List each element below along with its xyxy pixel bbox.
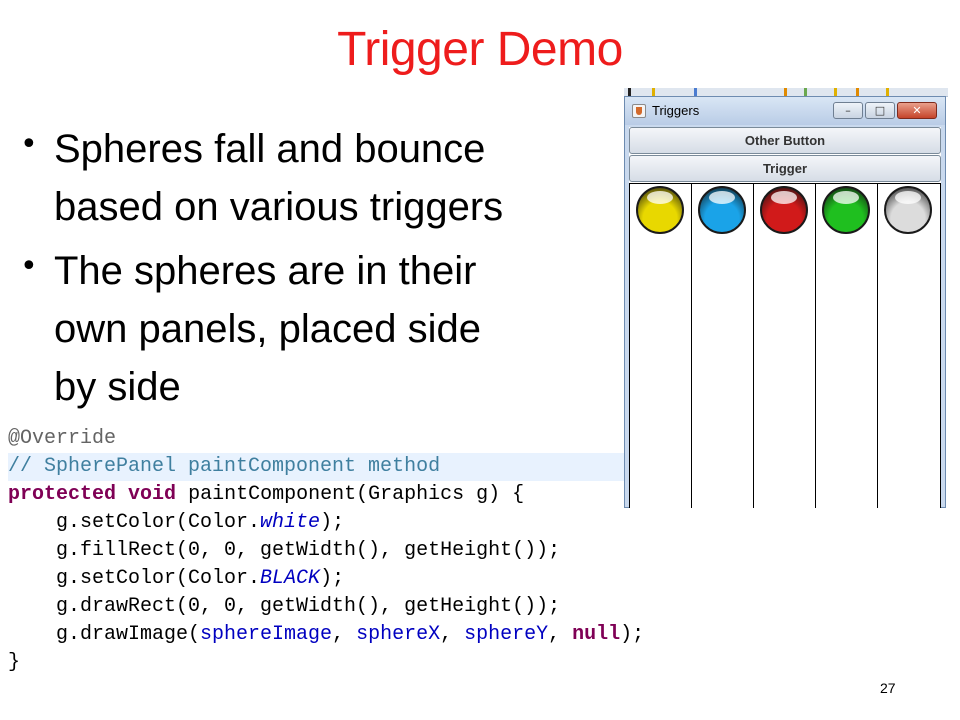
close-button[interactable]: ✕ (897, 102, 937, 119)
triggers-window: Triggers – □ ✕ Other Button Trigger (624, 96, 946, 508)
sphere-panel (629, 184, 691, 508)
sphere-panel (877, 184, 941, 508)
bullet-list: • Spheres fall and bounce based on vario… (20, 120, 620, 422)
code-line: g.drawRect(0, 0, getWidth(), getHeight()… (8, 595, 561, 618)
code-line: g.setColor(Color.white); (8, 511, 345, 534)
code-line: } (8, 651, 21, 674)
app-screenshot: Triggers – □ ✕ Other Button Trigger (624, 88, 948, 508)
sphere-blue (698, 186, 746, 234)
code-line: g.drawImage(sphereImage, sphereX, sphere… (8, 623, 645, 646)
sphere-panel (815, 184, 877, 508)
bullet-item: • The spheres are in their own panels, p… (20, 242, 620, 416)
sphere-green (822, 186, 870, 234)
code-line: protected void paintComponent(Graphics g… (8, 483, 525, 506)
bullet-text: The spheres are in their own panels, pla… (54, 249, 481, 409)
bullet-text: Spheres fall and bounce based on various… (54, 127, 504, 229)
trigger-button[interactable]: Trigger (629, 155, 941, 182)
code-line: g.fillRect(0, 0, getWidth(), getHeight()… (8, 539, 561, 562)
window-title: Triggers (652, 103, 700, 118)
slide-title: Trigger Demo (337, 23, 623, 76)
code-comment: // SpherePanel paintComponent method (8, 455, 441, 478)
sphere-panel (753, 184, 815, 508)
maximize-button[interactable]: □ (865, 102, 895, 119)
other-button[interactable]: Other Button (629, 127, 941, 154)
sphere-white (884, 186, 932, 234)
java-app-icon (632, 104, 646, 118)
window-titlebar[interactable]: Triggers – □ ✕ (625, 97, 945, 125)
bullet-dot-icon: • (20, 127, 38, 162)
code-line: @Override (8, 425, 648, 453)
code-block: @Override // SpherePanel paintComponent … (8, 425, 648, 677)
page-number: 27 (880, 680, 896, 696)
code-annotation: @Override (8, 427, 117, 450)
bullet-item: • Spheres fall and bounce based on vario… (20, 120, 620, 236)
minimize-button[interactable]: – (833, 102, 863, 119)
sphere-panel (691, 184, 753, 508)
window-content: Other Button Trigger (629, 127, 941, 508)
sphere-yellow (636, 186, 684, 234)
bullet-dot-icon: • (20, 249, 38, 284)
sphere-panels (629, 183, 941, 508)
code-line-highlighted: // SpherePanel paintComponent method (8, 453, 648, 481)
code-line: g.setColor(Color.BLACK); (8, 567, 345, 590)
sphere-red (760, 186, 808, 234)
